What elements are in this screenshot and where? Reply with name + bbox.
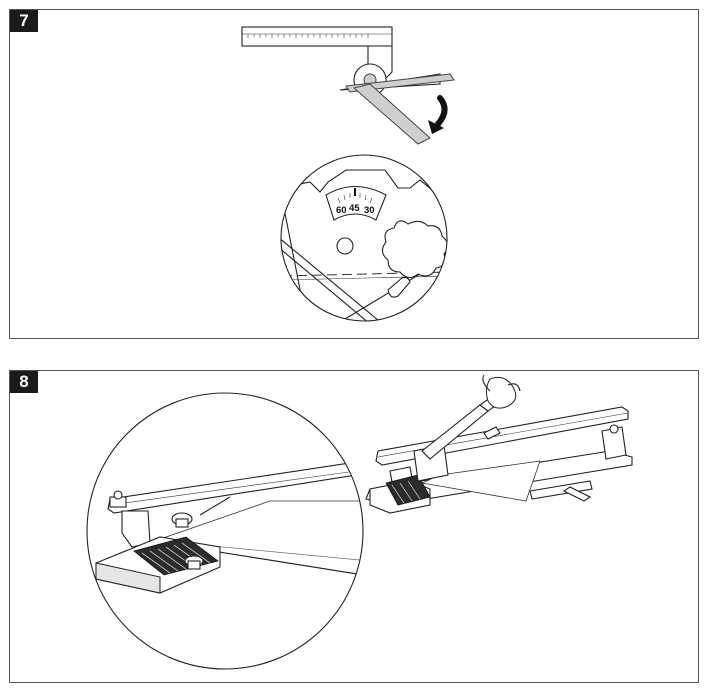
- angle-square-ruler: [241, 26, 393, 81]
- step-number-badge: 7: [10, 10, 38, 32]
- tile-cutter-illustration: [86, 374, 633, 670]
- rotation-arrow-icon: [428, 95, 448, 134]
- step-number-badge: 8: [10, 371, 38, 393]
- step-7-panel: 7: [9, 9, 699, 339]
- protractor-head: [339, 63, 455, 145]
- magnified-detail-circle: 60 45 30: [280, 154, 448, 322]
- scale-label-60: 60: [336, 205, 347, 216]
- scale-label-30: 30: [364, 205, 375, 216]
- scale-label-45: 45: [349, 203, 360, 214]
- tile-cutter-machine: [365, 374, 633, 514]
- magnified-detail-circle: [86, 392, 364, 670]
- step-8-panel: 8: [9, 370, 699, 683]
- angle-adjustment-illustration: 60 45 30: [241, 26, 455, 322]
